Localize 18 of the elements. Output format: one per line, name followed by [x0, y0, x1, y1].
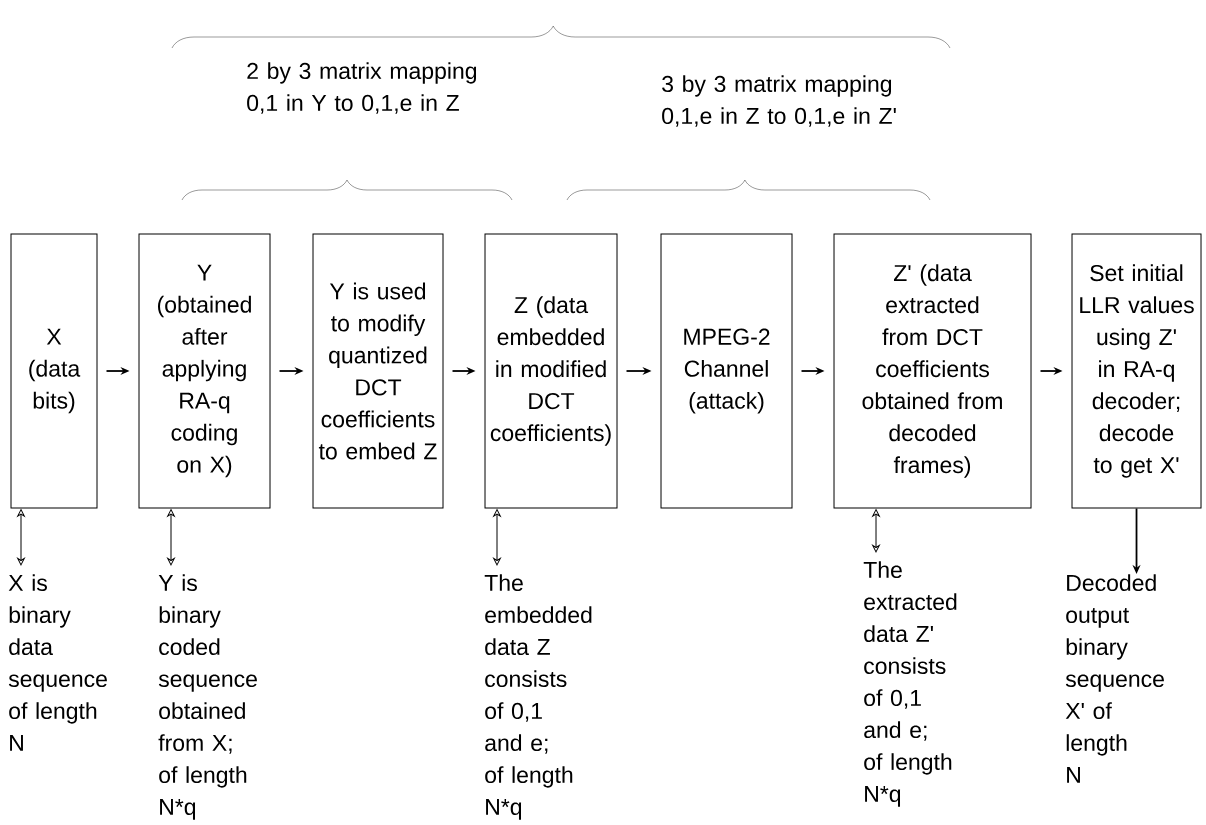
double-arrow: [493, 509, 501, 566]
annotation-text: 3 by 3 matrix mapping 0,1,e in Z to 0,1,e in Z': [662, 75, 896, 127]
double-arrow: [17, 509, 25, 566]
description-text: Y is binary coded sequence obtained from X; of length N*q: [158, 574, 257, 820]
description-text: The embedded data Z consists of 0,1 and e; of length N*q: [484, 574, 592, 820]
annotation-text: 2 by 3 matrix mapping 0,1 in Y to 0,1,e in Z: [247, 62, 477, 114]
double-arrow: [167, 509, 175, 566]
description-text: Decoded output binary sequence X' of length N: [1065, 574, 1164, 783]
process-box: Set initial LLR values using Z' in RA-q decoder; decode to get X': [1071, 233, 1202, 509]
process-box: MPEG-2 Channel (attack): [660, 233, 793, 509]
double-arrow: [872, 509, 880, 553]
process-box: X (data bits): [10, 233, 98, 509]
process-box: Y is used to modify quantized DCT coefficients to embed Z: [312, 233, 444, 509]
description-text: X is binary data sequence of length N: [8, 574, 107, 751]
description-text: The extracted data Z' consists of 0,1 and e; of length N*q: [863, 561, 957, 807]
process-box: Z' (data extracted from DCT coefficients obtained from decoded frames): [833, 233, 1032, 509]
process-box: Z (data embedded in modified DCT coefficients): [484, 233, 618, 509]
process-box: Y (obtained after applying RA-q coding on X): [138, 233, 271, 509]
